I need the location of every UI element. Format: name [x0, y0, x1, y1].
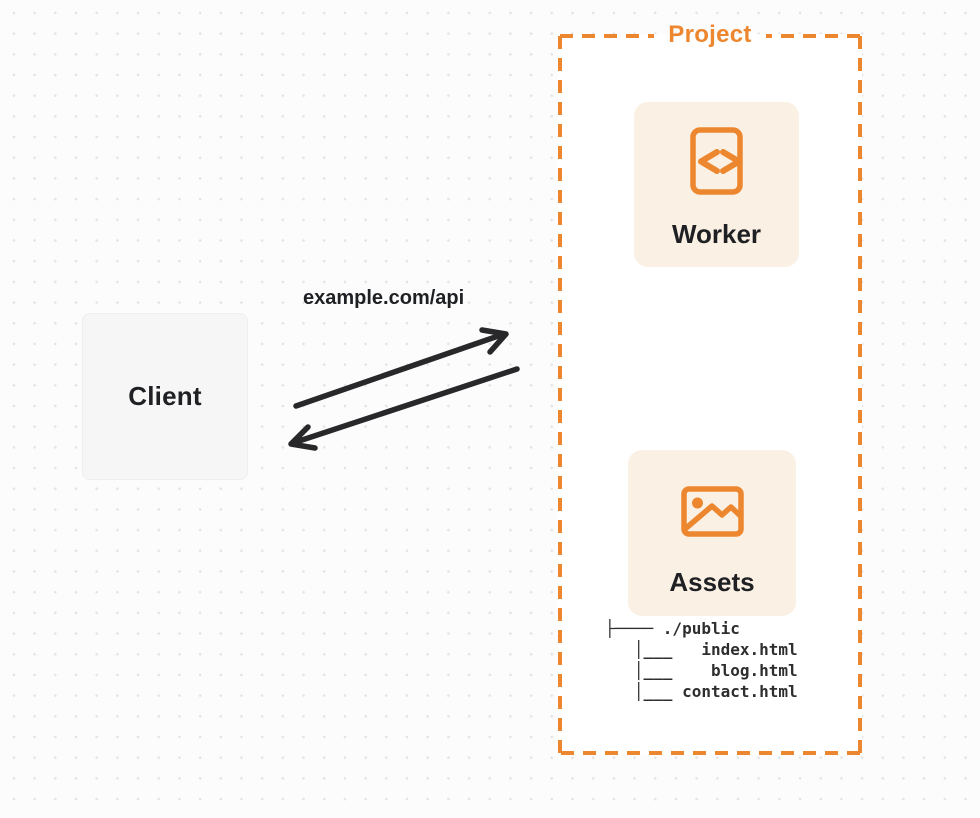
- assets-card: Assets: [628, 450, 796, 616]
- file-tree-item: │___ blog.html: [605, 661, 798, 680]
- project-label: Project: [668, 21, 752, 48]
- file-tree: ├──── ./public │___ index.html │___ blog…: [605, 618, 798, 702]
- response-arrow: [288, 366, 520, 451]
- request-url-label: example.com/api: [303, 287, 465, 309]
- assets-label: Assets: [669, 567, 755, 597]
- file-tree-root: ├──── ./public: [605, 619, 740, 638]
- file-tree-item: │___ contact.html: [605, 682, 798, 701]
- worker-label: Worker: [671, 219, 762, 249]
- file-tree-item: │___ index.html: [605, 640, 798, 659]
- project-dashed-border: [558, 34, 862, 755]
- code-file-icon: [690, 127, 743, 195]
- image-icon: [680, 486, 744, 537]
- request-arrow: [293, 327, 509, 409]
- worker-card: Worker: [634, 102, 799, 267]
- client-box: Client: [82, 313, 248, 480]
- client-label: Client: [128, 381, 202, 411]
